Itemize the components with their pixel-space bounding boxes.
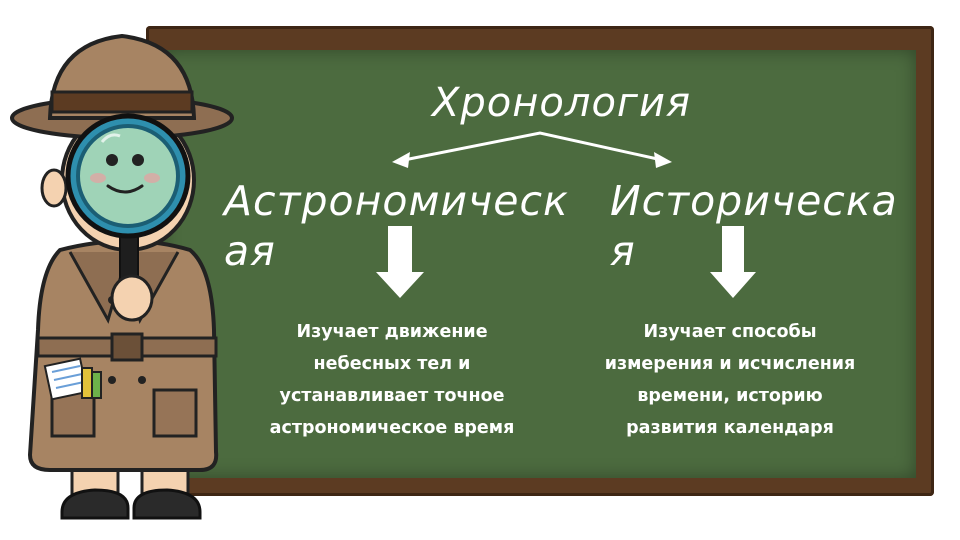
left-heading-line1: Астрономическ <box>224 177 569 225</box>
magnifying-glass-icon <box>65 113 191 322</box>
down-arrow-right-icon <box>710 226 756 298</box>
trench-coat <box>27 239 219 472</box>
right-heading-line2: я <box>610 227 636 275</box>
branch-arrowhead-left-icon <box>392 152 410 168</box>
notepad-icon <box>43 357 102 401</box>
branch-arrowhead-right-icon <box>654 152 672 168</box>
chalkboard <box>162 50 916 478</box>
branch-arrow-icon <box>402 131 664 162</box>
right-heading-line1: Историческа <box>610 177 898 225</box>
right-description-line: времени, историю <box>637 386 823 406</box>
right-description: Изучает способы измерения и исчисления в… <box>592 316 868 444</box>
left-description-line: Изучает движение <box>296 322 488 342</box>
left-heading-line2: ая <box>224 227 276 275</box>
left-description-line: небесных тел и <box>313 354 471 374</box>
left-description: Изучает движение небесных тел и устанавл… <box>258 316 526 444</box>
left-heading: Астрономическ ая <box>224 176 569 276</box>
down-arrow-left-icon <box>376 226 424 298</box>
right-description-line: Изучает способы <box>643 322 817 342</box>
right-heading: Историческа я <box>610 176 898 276</box>
board-title: Хронология <box>432 80 692 126</box>
left-description-line: устанавливает точное <box>279 386 505 406</box>
right-description-line: развития календаря <box>626 418 834 438</box>
detective-illustration <box>10 33 234 520</box>
left-description-line: астрономическое время <box>269 418 515 438</box>
right-description-line: измерения и исчисления <box>604 354 856 374</box>
shoes-icon <box>60 488 202 520</box>
